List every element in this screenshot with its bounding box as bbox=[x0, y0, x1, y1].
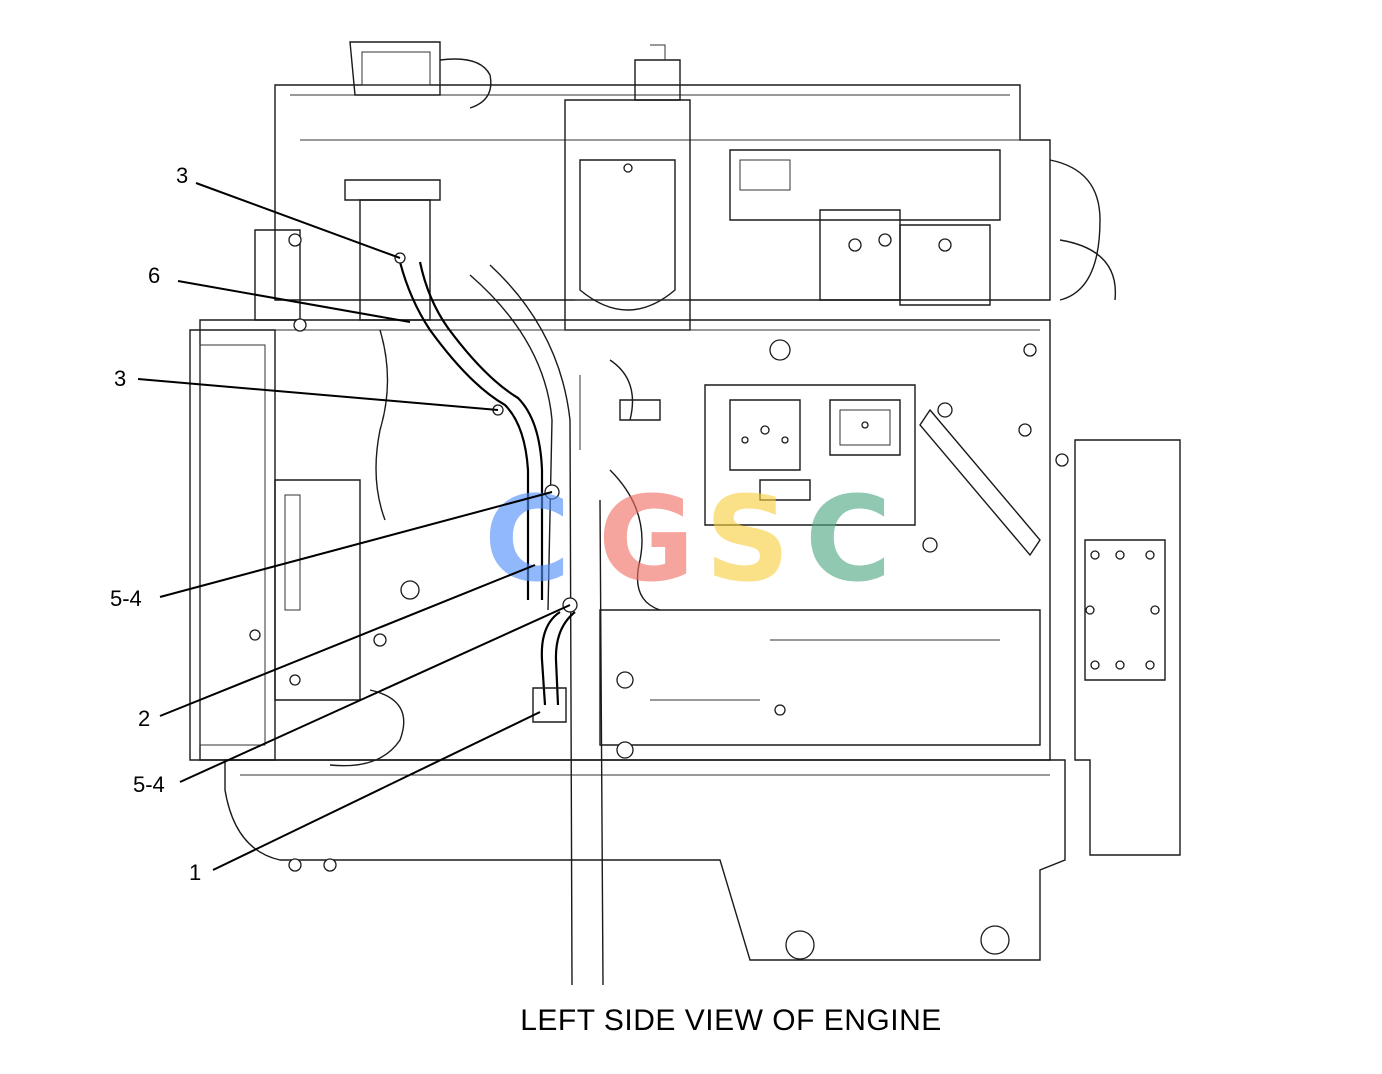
callout-2: 2 bbox=[138, 706, 150, 731]
watermark-letter-3: S bbox=[705, 470, 790, 608]
callout-5-4-lower: 5-4 bbox=[133, 772, 165, 797]
watermark-letter-1: C bbox=[484, 470, 571, 608]
callout-labels: 3 6 3 5-4 2 5-4 1 bbox=[110, 163, 201, 885]
callout-1: 1 bbox=[189, 860, 201, 885]
callout-3-top: 3 bbox=[176, 163, 188, 188]
leader-line-5-4-lower bbox=[179, 604, 571, 783]
leader-line-1 bbox=[212, 711, 541, 871]
callout-6: 6 bbox=[148, 263, 160, 288]
callout-3-mid: 3 bbox=[114, 366, 126, 391]
diagram-caption: LEFT SIDE VIEW OF ENGINE bbox=[520, 1004, 942, 1037]
leader-line-2 bbox=[159, 564, 536, 717]
leader-line-6 bbox=[177, 280, 411, 323]
leader-lines bbox=[137, 182, 571, 871]
leader-line-3-mid bbox=[137, 378, 499, 411]
leader-line-5-4-upper bbox=[159, 491, 553, 598]
watermark-letter-2: G bbox=[598, 470, 695, 608]
watermark: C G S C bbox=[484, 470, 892, 608]
callout-5-4-upper: 5-4 bbox=[110, 586, 142, 611]
engine-line-art bbox=[189, 41, 1181, 986]
leader-line-3-top bbox=[195, 182, 401, 259]
watermark-letter-4: C bbox=[805, 470, 892, 608]
